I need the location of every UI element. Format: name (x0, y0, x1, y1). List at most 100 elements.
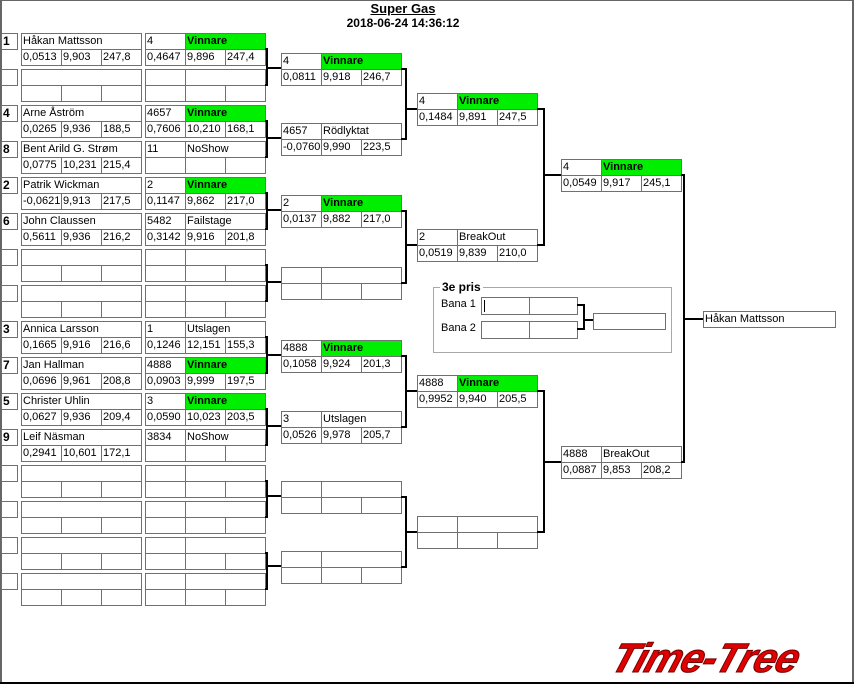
reaction-time-cell[interactable] (145, 553, 186, 570)
elapsed-time-cell[interactable]: 9,839 (457, 245, 498, 262)
elapsed-time-cell[interactable] (185, 589, 226, 606)
reaction-time-cell[interactable]: 0,9952 (417, 391, 458, 408)
status-cell[interactable]: Failstage (185, 213, 266, 230)
driver-name-cell[interactable] (21, 285, 142, 302)
elapsed-time-cell[interactable]: 9,896 (185, 49, 226, 66)
car-number-cell[interactable]: 4 (561, 159, 602, 176)
speed-cell[interactable]: 201,8 (225, 229, 266, 246)
seed-cell[interactable] (1, 249, 18, 266)
reaction-time-cell[interactable]: 0,0903 (145, 373, 186, 390)
elapsed-time-cell[interactable]: 9,999 (185, 373, 226, 390)
speed-cell[interactable]: 245,1 (641, 175, 682, 192)
reaction-time-cell[interactable] (145, 157, 186, 174)
speed-cell[interactable] (225, 157, 266, 174)
status-cell[interactable]: NoShow (185, 141, 266, 158)
reaction-time-cell[interactable] (145, 589, 186, 606)
speed-cell[interactable] (225, 85, 266, 102)
qual-reaction-time-cell[interactable] (21, 553, 62, 570)
status-cell[interactable]: Vinnare (185, 33, 266, 50)
car-number-cell[interactable]: 2 (281, 195, 322, 212)
qual-speed-cell[interactable]: 217,5 (101, 193, 142, 210)
qual-speed-cell[interactable]: 172,1 (101, 445, 142, 462)
seed-cell[interactable] (1, 501, 18, 518)
reaction-time-cell[interactable] (145, 517, 186, 534)
driver-name-cell[interactable]: Annica Larsson (21, 321, 142, 338)
speed-cell[interactable] (225, 445, 266, 462)
reaction-time-cell[interactable]: 0,4647 (145, 49, 186, 66)
status-cell[interactable] (185, 69, 266, 86)
car-number-cell[interactable]: 4 (417, 93, 458, 110)
seed-cell[interactable]: 8 (1, 141, 18, 158)
qual-reaction-time-cell[interactable]: 0,5611 (21, 229, 62, 246)
car-number-cell[interactable]: 4 (281, 53, 322, 70)
status-cell[interactable]: Vinnare (321, 340, 402, 357)
elapsed-time-cell[interactable] (185, 445, 226, 462)
elapsed-time-cell[interactable]: 9,916 (185, 229, 226, 246)
seed-cell[interactable] (1, 285, 18, 302)
qual-elapsed-time-cell[interactable]: 10,231 (61, 157, 102, 174)
seed-cell[interactable] (1, 69, 18, 86)
status-cell[interactable]: Vinnare (601, 159, 682, 176)
speed-cell[interactable]: 217,0 (361, 211, 402, 228)
reaction-time-cell[interactable]: 0,3142 (145, 229, 186, 246)
champion-name-cell[interactable]: Håkan Mattsson (703, 311, 836, 328)
speed-cell[interactable]: 247,5 (497, 109, 538, 126)
reaction-time-cell[interactable]: 0,1484 (417, 109, 458, 126)
reaction-time-cell[interactable] (281, 567, 322, 584)
reaction-time-cell[interactable]: 0,1147 (145, 193, 186, 210)
status-cell[interactable]: Utslagen (185, 321, 266, 338)
elapsed-time-cell[interactable]: 9,853 (601, 462, 642, 479)
status-cell[interactable]: Vinnare (457, 93, 538, 110)
status-cell[interactable]: Utslagen (321, 411, 402, 428)
elapsed-time-cell[interactable] (185, 481, 226, 498)
qual-speed-cell[interactable] (101, 589, 142, 606)
driver-name-cell[interactable]: Leif Näsman (21, 429, 142, 446)
reaction-time-cell[interactable] (281, 497, 322, 514)
status-cell[interactable] (185, 249, 266, 266)
seed-cell[interactable]: 6 (1, 213, 18, 230)
car-number-cell[interactable] (145, 69, 186, 86)
qual-reaction-time-cell[interactable]: 0,1665 (21, 337, 62, 354)
status-cell[interactable] (321, 267, 402, 284)
qual-reaction-time-cell[interactable]: 0,2941 (21, 445, 62, 462)
elapsed-time-cell[interactable] (321, 497, 362, 514)
status-cell[interactable] (185, 537, 266, 554)
speed-cell[interactable]: 223,5 (361, 139, 402, 156)
speed-cell[interactable]: 246,7 (361, 69, 402, 86)
qual-elapsed-time-cell[interactable] (61, 265, 102, 282)
lane-1-status-cell[interactable] (529, 297, 578, 315)
car-number-cell[interactable]: 3834 (145, 429, 186, 446)
status-cell[interactable]: BreakOut (457, 229, 538, 246)
elapsed-time-cell[interactable]: 9,918 (321, 69, 362, 86)
qual-elapsed-time-cell[interactable]: 9,961 (61, 373, 102, 390)
car-number-cell[interactable] (145, 249, 186, 266)
reaction-time-cell[interactable]: 0,1058 (281, 356, 322, 373)
reaction-time-cell[interactable] (145, 481, 186, 498)
car-number-cell[interactable]: 11 (145, 141, 186, 158)
elapsed-time-cell[interactable] (321, 283, 362, 300)
status-cell[interactable] (185, 465, 266, 482)
reaction-time-cell[interactable]: 0,0526 (281, 427, 322, 444)
driver-name-cell[interactable]: Arne Åström (21, 105, 142, 122)
qual-elapsed-time-cell[interactable] (61, 301, 102, 318)
car-number-cell[interactable]: 1 (145, 321, 186, 338)
speed-cell[interactable]: 203,5 (225, 409, 266, 426)
driver-name-cell[interactable]: Jan Hallman (21, 357, 142, 374)
car-number-cell[interactable] (281, 267, 322, 284)
car-number-cell[interactable]: 4888 (281, 340, 322, 357)
seed-cell[interactable]: 2 (1, 177, 18, 194)
lane-1-car-cell[interactable] (481, 297, 530, 315)
qual-elapsed-time-cell[interactable] (61, 517, 102, 534)
car-number-cell[interactable]: 3 (281, 411, 322, 428)
third-place-result-cell[interactable] (593, 313, 666, 330)
speed-cell[interactable] (225, 481, 266, 498)
driver-name-cell[interactable] (21, 69, 142, 86)
car-number-cell[interactable]: 4888 (417, 375, 458, 392)
qual-elapsed-time-cell[interactable] (61, 85, 102, 102)
reaction-time-cell[interactable] (281, 283, 322, 300)
status-cell[interactable]: BreakOut (601, 446, 682, 463)
elapsed-time-cell[interactable] (185, 553, 226, 570)
reaction-time-cell[interactable] (145, 301, 186, 318)
status-cell[interactable] (185, 573, 266, 590)
reaction-time-cell[interactable] (417, 532, 458, 549)
